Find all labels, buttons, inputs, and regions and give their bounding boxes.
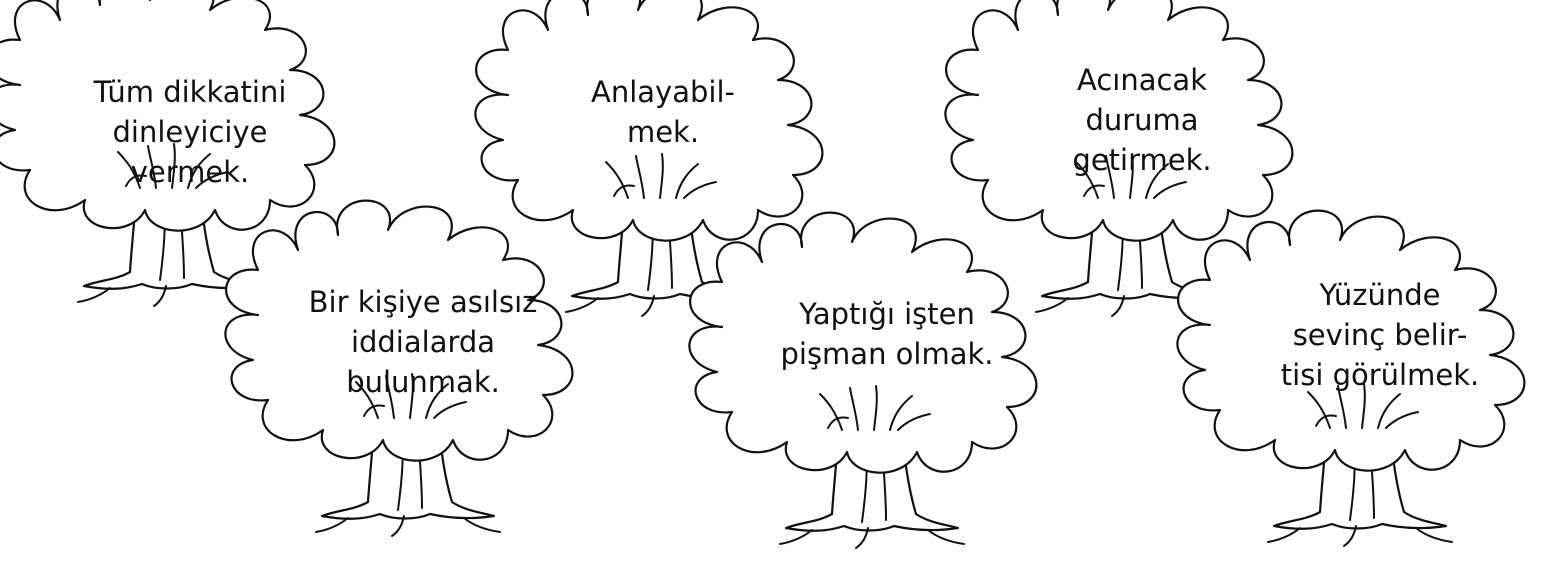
tree-2-line-2: iddialarda	[351, 325, 495, 359]
tree-1: Tüm dikkatini dinleyiciye vermek.	[0, 0, 336, 308]
tree-2-line-3: bulunmak.	[346, 365, 500, 399]
tree-1-line-1: Tüm dikkatini	[93, 75, 287, 109]
tree-5-line-3: getirmek.	[1072, 143, 1211, 177]
tree-5-line-1: Acınacak	[1077, 63, 1207, 97]
tree-4-line-1: Yaptığı işten	[798, 297, 975, 331]
tree-1-line-3: vermek.	[131, 155, 250, 189]
tree-5: Acınacak duruma getirmek.	[944, 0, 1294, 318]
tree-3: Anlayabil- mek.	[474, 0, 824, 318]
tree-2: Bir kişiye asılsız iddialarda bulunmak.	[224, 199, 574, 538]
tree-3-line-2: mek.	[627, 115, 699, 149]
tree-4: Yaptığı işten pişman olmak.	[688, 211, 1038, 550]
tree-6-line-3: tisi görülmek.	[1281, 358, 1479, 392]
tree-6-line-2: sevinç belir-	[1293, 318, 1468, 352]
tree-6-line-1: Yüzünde	[1319, 278, 1441, 312]
tree-2-line-1: Bir kişiye asılsız	[309, 285, 538, 319]
tree-3-line-1: Anlayabil-	[591, 75, 735, 109]
tree-5-line-2: duruma	[1085, 103, 1198, 137]
tree-4-line-2: pişman olmak.	[780, 337, 993, 371]
tree-6: Yüzünde sevinç belir- tisi görülmek.	[1176, 209, 1526, 548]
tree-1-line-2: dinleyiciye	[113, 115, 268, 149]
